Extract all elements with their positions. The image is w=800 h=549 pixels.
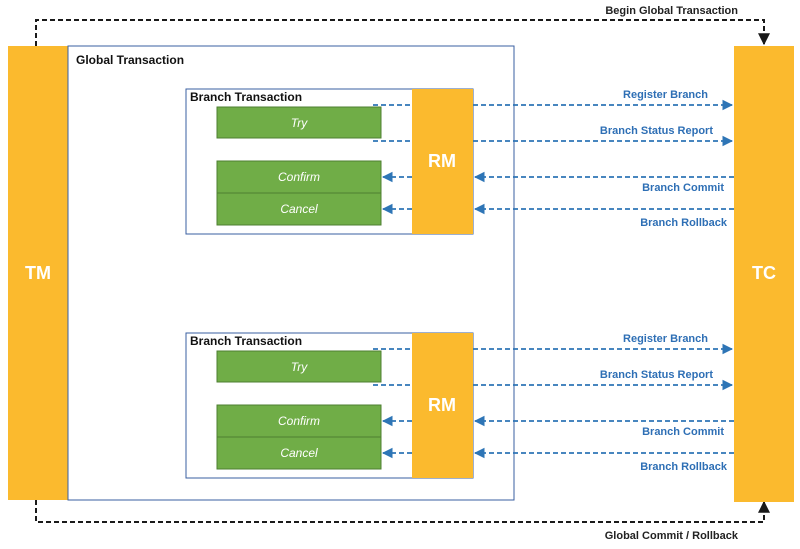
cancel-box — [216, 436, 382, 470]
rm-box — [412, 333, 473, 478]
rm-label: RM — [428, 395, 456, 415]
branch-rollback-label: Branch Rollback — [640, 217, 728, 229]
branch-rollback-label: Branch Rollback — [640, 461, 728, 473]
global-commit-rollback-label: Global Commit / Rollback — [605, 530, 739, 542]
rm-box — [412, 89, 473, 234]
begin-global-transaction-connector — [35, 19, 770, 46]
cancel-label: Cancel — [280, 202, 318, 216]
global-transaction-label: Global Transaction — [76, 53, 184, 67]
tm-box — [8, 46, 68, 500]
tm-label: TM — [25, 263, 51, 283]
branch-transaction-1: Branch Transaction Try Confirm Cancel RM… — [185, 88, 734, 235]
tc-label: TC — [752, 263, 776, 283]
try-box — [216, 350, 382, 383]
branch-transaction-title: Branch Transaction — [190, 90, 302, 104]
register-branch-label: Register Branch — [623, 89, 708, 101]
rm-label: RM — [428, 151, 456, 171]
confirm-label: Confirm — [278, 170, 320, 184]
branch-status-report-label: Branch Status Report — [600, 369, 713, 381]
cancel-label: Cancel — [280, 446, 318, 460]
begin-global-transaction-label: Begin Global Transaction — [605, 5, 738, 17]
branch-transaction-2: Branch Transaction Try Confirm Cancel RM… — [185, 332, 734, 479]
branch-commit-label: Branch Commit — [642, 182, 724, 194]
tc-box — [734, 46, 794, 502]
branch-status-report-label: Branch Status Report — [600, 125, 713, 137]
global-transaction-frame — [67, 45, 515, 501]
confirm-box — [216, 160, 382, 194]
global-commit-rollback-connector — [35, 500, 770, 523]
cancel-box — [216, 192, 382, 226]
try-label: Try — [291, 116, 308, 130]
register-branch-label: Register Branch — [623, 333, 708, 345]
branch-commit-label: Branch Commit — [642, 426, 724, 438]
confirm-box — [216, 404, 382, 438]
try-box — [216, 106, 382, 139]
confirm-label: Confirm — [278, 414, 320, 428]
try-label: Try — [291, 360, 308, 374]
branch-transaction-title: Branch Transaction — [190, 334, 302, 348]
